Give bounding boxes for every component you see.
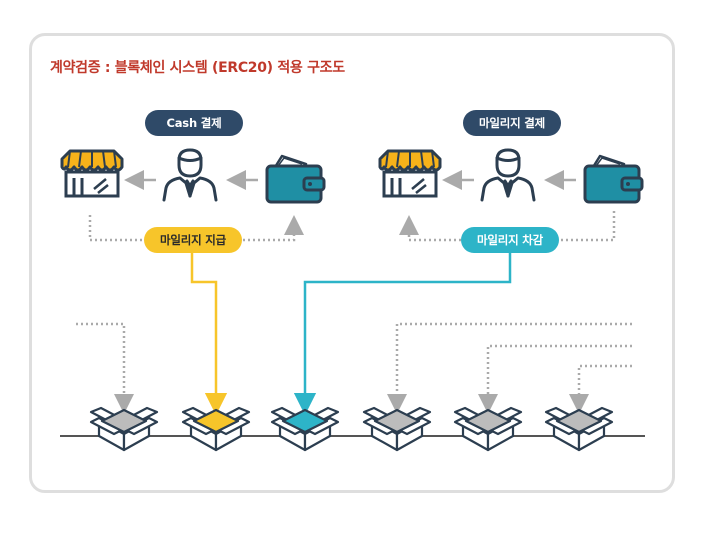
block-1: [89, 406, 159, 452]
wallet-icon: [265, 154, 326, 204]
block-3: [270, 406, 340, 452]
store-icon: [60, 149, 124, 198]
diagram-frame: [29, 33, 675, 493]
block-5: [453, 406, 523, 452]
mileage-give-connector: [190, 253, 228, 416]
block-4: [362, 406, 432, 452]
mileage-deduct-connector: [293, 253, 512, 416]
store-icon: [378, 149, 442, 198]
mileage-payment-pill: 마일리지 결제: [463, 110, 561, 136]
left-dotted-bracket: [88, 215, 304, 242]
person-icon: [480, 148, 536, 202]
cash-payment-pill: Cash 결제: [145, 110, 243, 136]
mileage-give-pill: 마일리지 지급: [144, 227, 242, 253]
person-icon: [162, 148, 218, 202]
block-chain: [89, 406, 614, 452]
block-6: [544, 406, 614, 452]
block-feeders: [76, 322, 632, 414]
diagram-title: 계약검증 : 블록체인 시스템 (ERC20) 적용 구조도: [50, 60, 345, 76]
block-2: [181, 406, 251, 452]
wallet-icon: [583, 154, 644, 204]
right-dotted-bracket: [399, 210, 616, 242]
mileage-deduct-pill: 마일리지 차감: [461, 227, 559, 253]
